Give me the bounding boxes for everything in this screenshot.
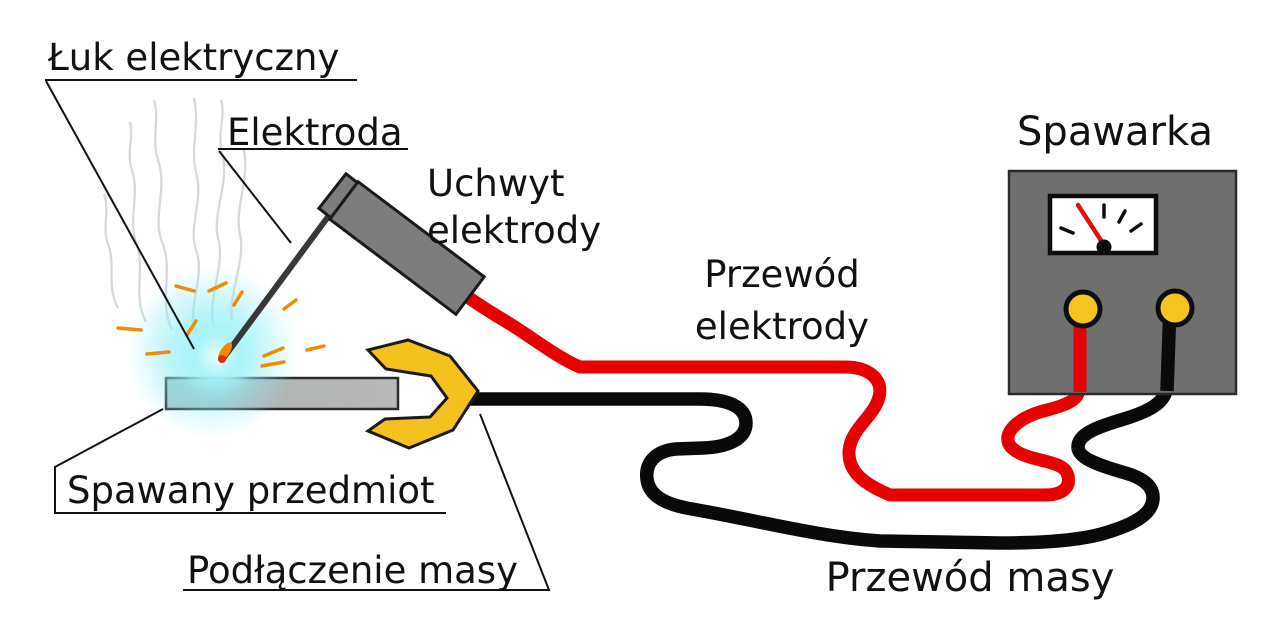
- spark: [116, 326, 143, 332]
- electrode-cable: [436, 272, 1087, 502]
- spark: [260, 360, 286, 368]
- smoke-wisp: [128, 121, 148, 323]
- ground-label-leader: [183, 413, 551, 591]
- arc-label-leader: [45, 80, 195, 350]
- welding-machine: [1007, 169, 1238, 396]
- spark: [207, 281, 228, 293]
- terminal-electrode: [1063, 289, 1103, 329]
- spark: [232, 290, 244, 307]
- label-electrode-cable-line1: Przewód: [704, 253, 859, 296]
- ammeter-needle: [1075, 202, 1107, 248]
- label-workpiece: Spawany przedmiot: [67, 469, 435, 512]
- label-welder: Spawarka: [1017, 109, 1213, 155]
- spark: [145, 350, 171, 356]
- spark: [282, 298, 298, 311]
- spark: [262, 346, 285, 358]
- spark: [305, 344, 326, 352]
- label-ground-cable: Przewód masy: [826, 555, 1115, 601]
- label-electrode-cable-line2: elektrody: [695, 305, 869, 348]
- electrode-rod: [219, 204, 339, 362]
- ammeter-tick: [1129, 222, 1143, 233]
- ground-cable: [459, 298, 1177, 550]
- spark: [185, 319, 198, 337]
- ammeter-ticks: [1059, 203, 1143, 235]
- electrode-holder: [316, 171, 487, 317]
- ammeter-pivot: [1096, 239, 1112, 255]
- electrode-holder-body: [327, 179, 487, 317]
- arc-flame-core: [218, 355, 226, 363]
- ammeter-tick: [1117, 209, 1127, 224]
- label-electrode: Elektroda: [227, 111, 403, 154]
- label-holder-line1: Uchwyt: [427, 162, 565, 205]
- label-arc: Łuk elektryczny: [47, 36, 339, 79]
- spark: [174, 284, 196, 293]
- label-holder-line2: elektrody: [427, 209, 601, 252]
- welding-machine-body: [1007, 169, 1238, 396]
- ammeter-tick: [1059, 226, 1075, 235]
- label-ground-connection: Podłączenie masy: [187, 549, 518, 592]
- terminal-ground: [1155, 288, 1195, 328]
- smoke-wisp: [102, 193, 120, 309]
- ammeter: [1047, 193, 1159, 256]
- workpiece-label-leader: [54, 408, 446, 514]
- sparks: [116, 281, 326, 368]
- leader-lines: [45, 79, 551, 591]
- electrode-label-leader: [218, 150, 292, 244]
- ground-clamp: [364, 338, 480, 450]
